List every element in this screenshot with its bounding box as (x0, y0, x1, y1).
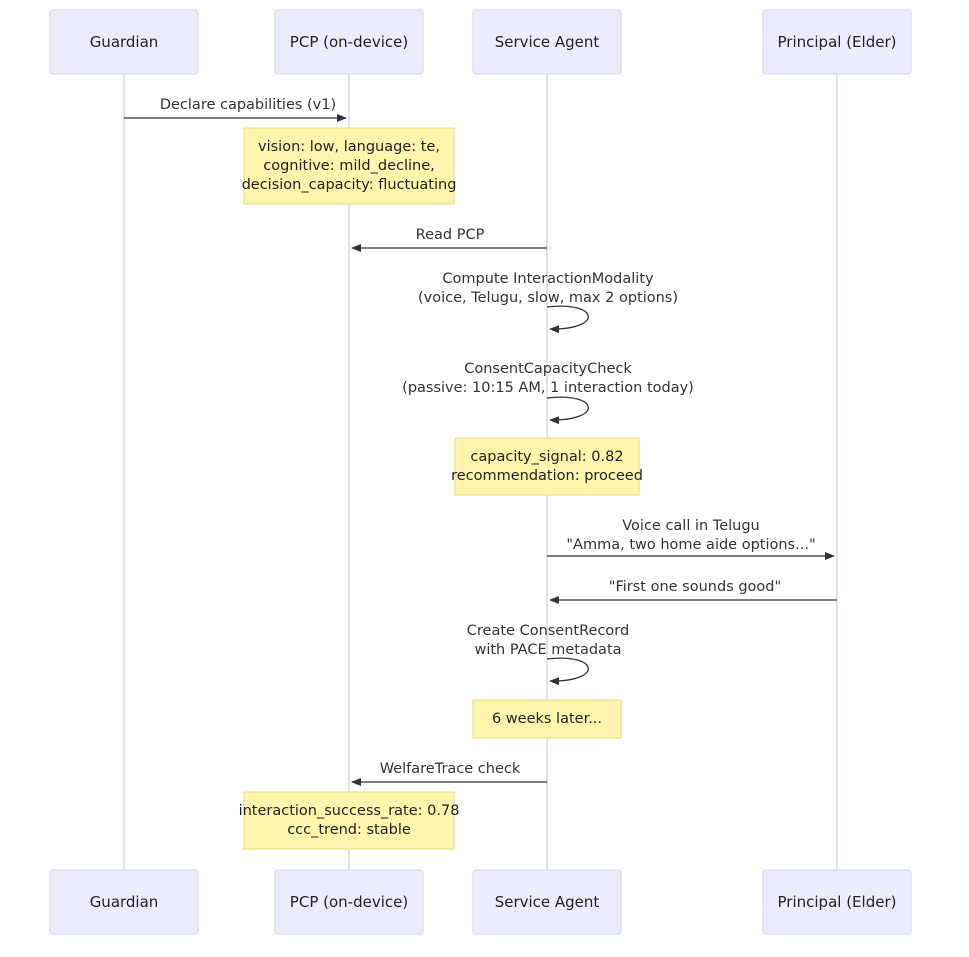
actor-label: Service Agent (495, 893, 600, 911)
actor-label: Guardian (90, 33, 159, 51)
actor-label: Service Agent (495, 33, 600, 51)
message-voice-call: Voice call in Telugu "Amma, two home aid… (547, 518, 835, 560)
actor-label: Guardian (90, 893, 159, 911)
note-box (472, 699, 622, 739)
actor-box (472, 869, 622, 935)
self-message-arrow (546, 305, 589, 334)
actor-box (472, 9, 622, 75)
actor-principal-bottom: Principal (Elder) (762, 869, 912, 935)
actor-pcp-top: PCP (on-device) (274, 9, 424, 75)
actor-label: PCP (on-device) (290, 893, 408, 911)
message-consent-capacity-check: ConsentCapacityCheck (passive: 10:15 AM,… (402, 361, 694, 425)
message-label: (passive: 10:15 AM, 1 interaction today) (402, 380, 694, 396)
note-line: 6 weeks later... (492, 711, 602, 727)
message-label: Voice call in Telugu (622, 518, 759, 534)
note-welfare: interaction_success_rate: 0.78 ccc_trend… (239, 791, 460, 850)
note-line: ccc_trend: stable (287, 822, 411, 838)
actor-guardian-top: Guardian (49, 9, 199, 75)
actor-guardian-bottom: Guardian (49, 869, 199, 935)
message-label: ConsentCapacityCheck (464, 361, 632, 377)
note-line: interaction_success_rate: 0.78 (239, 803, 460, 819)
note-box (454, 437, 640, 496)
note-line: vision: low, language: te, (258, 139, 440, 155)
actor-label: Principal (Elder) (778, 893, 897, 911)
message-welfare-trace-check: WelfareTrace check (351, 761, 547, 786)
message-label: Compute InteractionModality (442, 271, 654, 287)
actor-box (274, 9, 424, 75)
actor-box (274, 869, 424, 935)
actor-box (49, 9, 199, 75)
actor-box (762, 9, 912, 75)
actor-label: Principal (Elder) (778, 33, 897, 51)
actor-box (49, 869, 199, 935)
actor-box (762, 869, 912, 935)
message-label: "First one sounds good" (609, 579, 781, 595)
actor-service-agent-top: Service Agent (472, 9, 622, 75)
note-time-passage: 6 weeks later... (472, 699, 622, 739)
message-create-consent-record: Create ConsentRecord with PACE metadata (467, 623, 629, 686)
note-box (243, 127, 455, 205)
message-label: Read PCP (416, 227, 485, 243)
note-line: decision_capacity: fluctuating (242, 177, 457, 193)
message-compute-modality: Compute InteractionModality (voice, Telu… (418, 271, 678, 334)
message-read-pcp: Read PCP (351, 227, 547, 252)
note-line: capacity_signal: 0.82 (470, 449, 623, 465)
message-label: Create ConsentRecord (467, 623, 629, 639)
message-declare-capabilities: Declare capabilities (v1) (124, 97, 347, 122)
note-line: cognitive: mild_decline, (263, 158, 435, 174)
message-label: with PACE metadata (474, 642, 621, 658)
message-label: Declare capabilities (v1) (160, 97, 336, 113)
self-message-arrow (546, 396, 589, 425)
actor-label: PCP (on-device) (290, 33, 408, 51)
note-capacity: capacity_signal: 0.82 recommendation: pr… (451, 437, 643, 496)
note-line: recommendation: proceed (451, 468, 643, 484)
note-box (243, 791, 455, 850)
message-label: WelfareTrace check (380, 761, 521, 777)
note-capabilities: vision: low, language: te, cognitive: mi… (242, 127, 457, 205)
actor-principal-top: Principal (Elder) (762, 9, 912, 75)
actor-service-agent-bottom: Service Agent (472, 869, 622, 935)
self-message-arrow (546, 657, 589, 686)
message-principal-reply: "First one sounds good" (549, 579, 837, 604)
message-label: "Amma, two home aide options..." (566, 537, 815, 553)
actor-pcp-bottom: PCP (on-device) (274, 869, 424, 935)
message-label: (voice, Telugu, slow, max 2 options) (418, 290, 678, 306)
